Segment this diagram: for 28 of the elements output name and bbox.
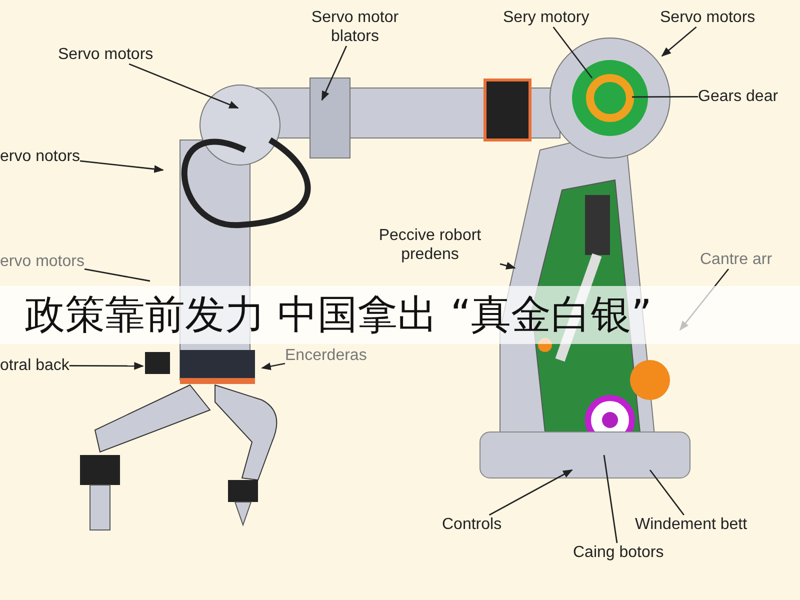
- part-label: ervo motors: [0, 252, 84, 271]
- leader-line: [500, 262, 516, 270]
- part-label: otral back: [0, 356, 70, 375]
- headline-text: 政策靠前发力 中国拿出 “真金白银”: [25, 291, 652, 340]
- leader-line: [632, 96, 698, 98]
- leader-line: [661, 26, 697, 57]
- leader-line: [552, 26, 593, 78]
- part-label: Peccive robort predens: [360, 226, 500, 264]
- part-label: Servo motors: [660, 8, 756, 27]
- leader-line: [261, 362, 286, 370]
- part-label: Sery motory: [503, 8, 590, 27]
- part-label: Controls: [442, 515, 502, 534]
- part-label: Caing botors: [573, 543, 664, 562]
- leader-line: [649, 470, 684, 516]
- leader-line: [69, 362, 144, 370]
- part-label: Cantre arr: [700, 250, 772, 269]
- part-label: Gears dear: [698, 87, 778, 106]
- leader-line: [80, 160, 164, 173]
- part-label: Servo motors: [58, 45, 154, 64]
- leader-line: [321, 46, 348, 101]
- part-label: Encerderas: [285, 346, 367, 365]
- part-label: Servo motor blators: [300, 8, 410, 46]
- leader-line: [488, 469, 573, 516]
- leader-line: [84, 268, 150, 282]
- leader-line: [128, 63, 239, 109]
- part-label: ervo notors: [0, 147, 80, 166]
- leader-line: [603, 454, 618, 544]
- part-label: Windement bett: [635, 515, 748, 534]
